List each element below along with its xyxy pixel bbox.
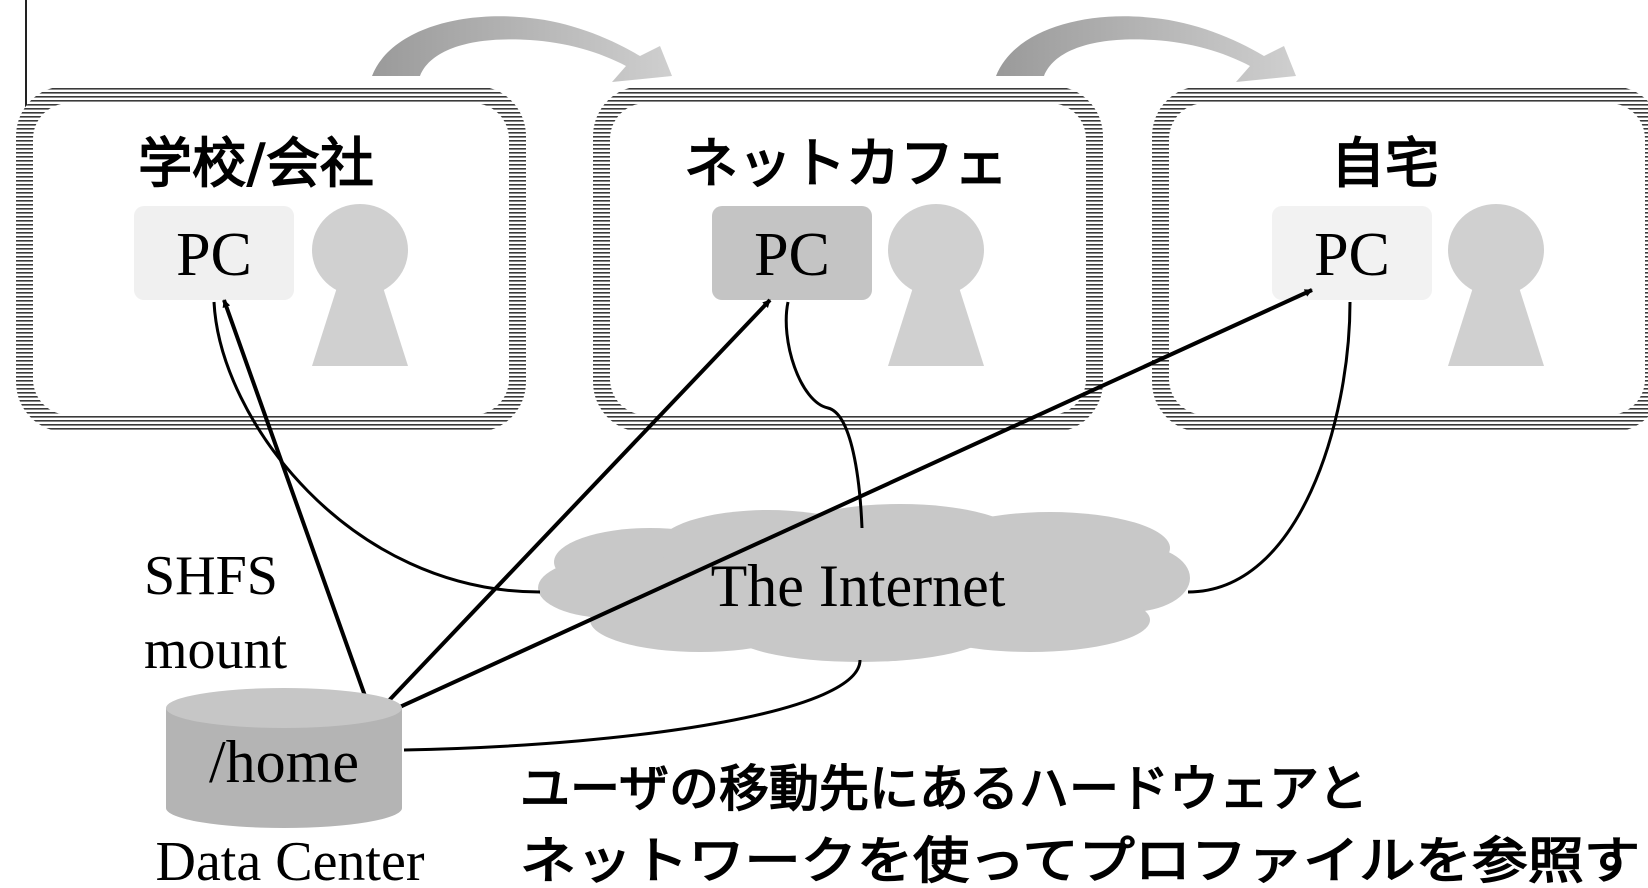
- location-title-home: 自宅: [1331, 132, 1439, 195]
- move-arrow-cafe-to-home: [996, 16, 1296, 82]
- pc-school: PC: [134, 206, 294, 300]
- pc-label-home: PC: [1314, 221, 1390, 289]
- data-center-cylinder: [166, 688, 402, 828]
- cloud-label: The Internet: [711, 553, 1006, 619]
- location-title-school: 学校/会社: [138, 132, 374, 195]
- mount-arrows: [222, 288, 1313, 718]
- pc-label-cafe: PC: [754, 221, 830, 289]
- caption-line1: ユーザの移動先にあるハードウェアと: [520, 760, 1368, 818]
- location-title-cafe: ネットカフェ: [684, 132, 1008, 195]
- data-center-caption: Data Center: [156, 831, 425, 888]
- mount-arrow-school: [222, 299, 372, 711]
- caption-line2: ネットワークを使ってプロファイルを参照す: [520, 832, 1640, 888]
- pc-home: PC: [1272, 206, 1432, 300]
- pc-cafe: PC: [712, 206, 872, 300]
- move-arrow-school-to-cafe: [372, 16, 672, 82]
- mount-label-line2: mount: [144, 619, 288, 681]
- person-icon: [1448, 204, 1544, 366]
- pc-label-school: PC: [176, 221, 252, 289]
- mount-label-line1: SHFS: [144, 545, 278, 607]
- mount-arrow-home: [379, 288, 1313, 718]
- storage-label: /home: [209, 729, 359, 795]
